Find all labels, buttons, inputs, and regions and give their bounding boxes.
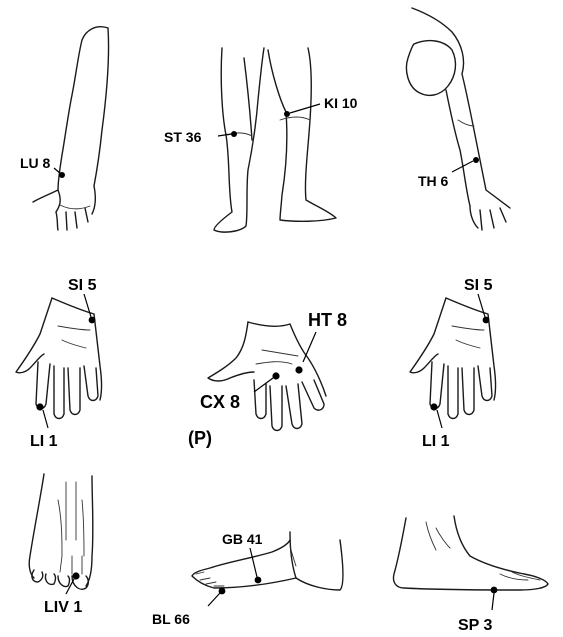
ki10-leader (289, 103, 321, 114)
palm-figure (207, 321, 327, 432)
si5-left-leader (83, 293, 92, 318)
st36-leader (217, 133, 232, 137)
ki10-label: KI 10 (324, 95, 358, 111)
gb41-leader (249, 547, 258, 578)
sp3-leader (491, 592, 495, 611)
gb41-label: GB 41 (222, 531, 263, 547)
st36-label: ST 36 (164, 129, 202, 145)
liv1-label: LIV 1 (44, 599, 82, 616)
ht8-label: HT 8 (308, 310, 347, 330)
foot-side-figure (191, 531, 344, 591)
palm-view-note: (P) (188, 428, 212, 448)
cx8-label: CX 8 (200, 392, 240, 412)
left-hand-figure (15, 297, 103, 420)
foot-medial-figure (392, 515, 549, 591)
li1-left-point (36, 403, 44, 411)
th6-point (473, 157, 479, 163)
li1-left-leader (42, 409, 49, 429)
legs-figure (213, 47, 337, 233)
li1-right-point (430, 403, 438, 411)
cx8-leader (253, 377, 274, 393)
si5-left-point (88, 316, 96, 324)
right-hand-figure (409, 297, 497, 420)
th6-leader (451, 160, 474, 173)
bl66-point (218, 587, 226, 595)
cx8-point (272, 372, 280, 380)
ki10-point (284, 111, 290, 117)
left-arm-figure (32, 26, 110, 231)
sp3-label: SP 3 (458, 617, 493, 634)
li1-left-label: LI 1 (30, 433, 58, 450)
th6-label: TH 6 (418, 173, 449, 189)
ht8-point (295, 366, 303, 374)
li1-right-leader (436, 409, 443, 429)
liv1-leader (65, 578, 75, 595)
si5-left-label: SI 5 (68, 277, 97, 294)
liv1-point (72, 572, 80, 580)
right-arm-figure (405, 7, 511, 231)
st36-point (231, 131, 237, 137)
si5-right-label: SI 5 (464, 277, 493, 294)
lu8-leader (53, 167, 62, 175)
bl66-label: BL 66 (152, 611, 190, 627)
sp3-point (490, 586, 498, 594)
ht8-leader (302, 331, 317, 363)
gb41-point (254, 576, 262, 584)
li1-right-label: LI 1 (422, 433, 450, 450)
si5-right-point (482, 316, 490, 324)
foot-top-figure (28, 473, 94, 590)
si5-right-leader (477, 293, 486, 318)
bl66-leader (207, 592, 221, 607)
lu8-label: LU 8 (20, 155, 51, 171)
